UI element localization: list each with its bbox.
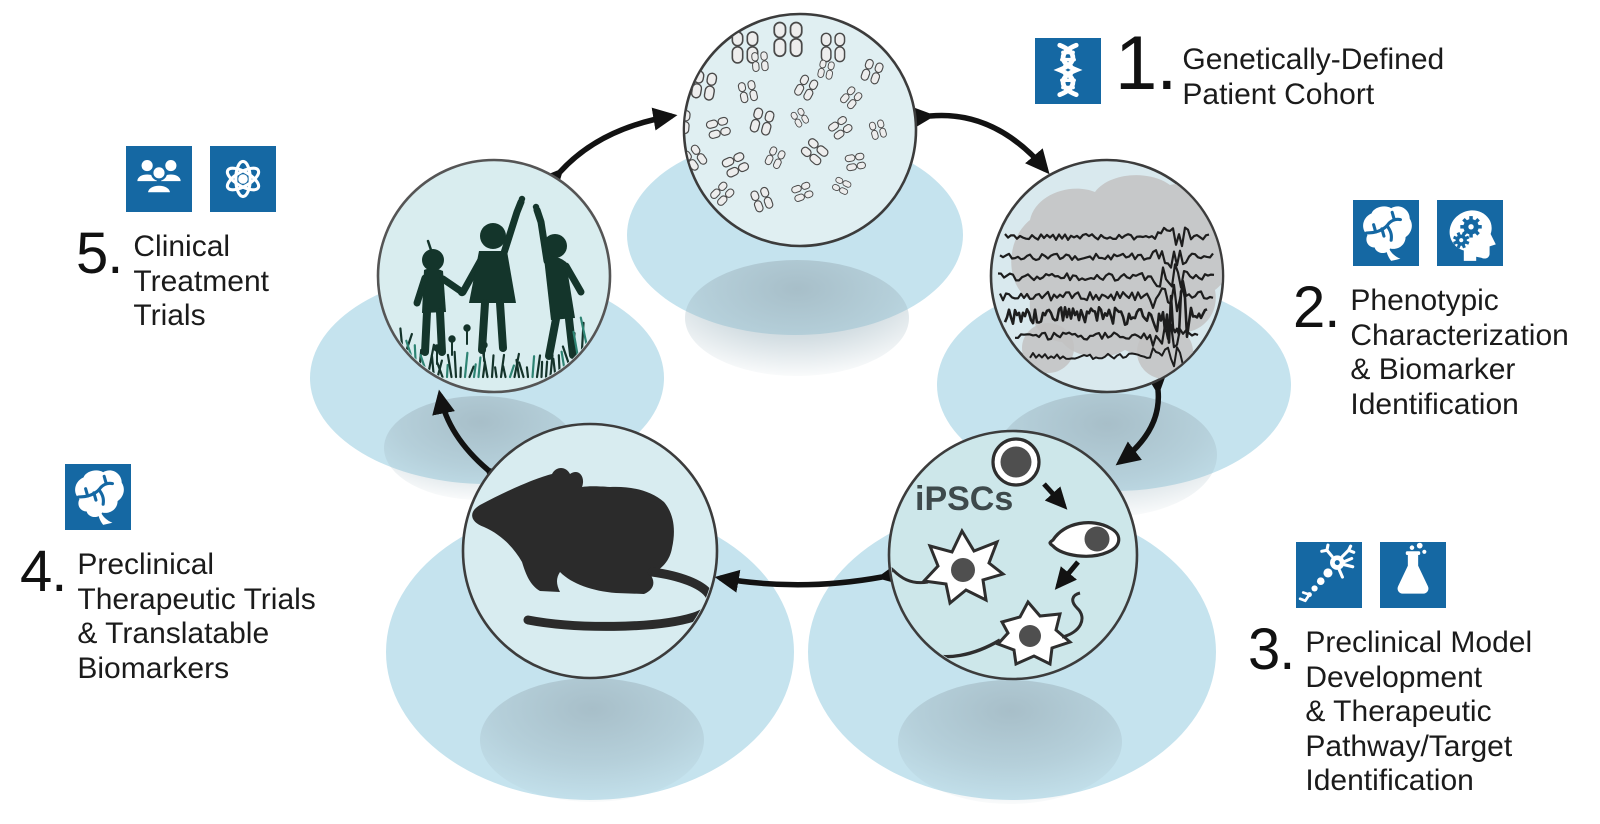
atom-icon [210, 146, 276, 212]
step-number: 2. [1293, 275, 1340, 340]
arrow-mouse-children [432, 389, 510, 491]
karyotype-circle [682, 12, 918, 248]
step-2-phenotypic-characterization: 2. Phenotypic Characterization & Biomark… [1293, 200, 1569, 422]
arrow-children-karyotype [538, 107, 678, 194]
step-label: Clinical Treatment Trials [133, 230, 269, 332]
grass-and-flowers [399, 316, 588, 379]
head-gears-icon [1437, 200, 1503, 266]
step-number: 1. [1115, 21, 1177, 106]
step-label: Preclinical Therapeutic Trials & Transla… [77, 548, 316, 685]
flask-icon [1380, 542, 1446, 608]
children-circle [376, 158, 612, 394]
ipsc-label: iPSCs [915, 480, 1013, 518]
step-4-preclinical-therapeutic-trials: 4. Preclinical Therapeutic Trials & Tran… [20, 464, 316, 686]
rat-silhouette-image [472, 468, 715, 631]
ipsc-differentiation-image: iPSCs [891, 437, 1121, 667]
step-1-genetically-defined-patient-cohort: 1. Genetically-Defined Patient Cohort [1035, 26, 1445, 112]
step-label: Preclinical Model Development & Therapeu… [1305, 626, 1533, 797]
cycle-arrows [432, 106, 1168, 593]
eeg-traces [997, 226, 1215, 368]
step-3-preclinical-model-development: 3. Preclinical Model Development & Thera… [1248, 542, 1532, 799]
dna-icon [1035, 38, 1101, 104]
eeg-circle [989, 158, 1225, 394]
step-number: 5. [76, 221, 123, 286]
arrow-ipsc-mouse [714, 562, 903, 593]
arrow-karyotype-eeg [910, 106, 1050, 175]
people-icon [126, 146, 192, 212]
ipsc-circle: iPSCs [887, 429, 1139, 681]
step-5-clinical-treatment-trials: 5. Clinical Treatment Trials [76, 146, 276, 334]
step-label: Phenotypic Characterization & Biomarker … [1350, 284, 1569, 421]
brain-icon [1353, 200, 1419, 266]
eeg-brain-image [997, 175, 1222, 379]
step-number: 4. [20, 539, 67, 604]
brain-icon [65, 464, 131, 530]
children-silhouette-image [399, 195, 588, 379]
step-label: Genetically-Defined Patient Cohort [1182, 43, 1445, 111]
neuron-icon [1296, 542, 1362, 608]
step-number: 3. [1248, 617, 1295, 682]
mouse-circle [461, 422, 719, 680]
arrow-eeg-ipsc [1115, 370, 1168, 466]
